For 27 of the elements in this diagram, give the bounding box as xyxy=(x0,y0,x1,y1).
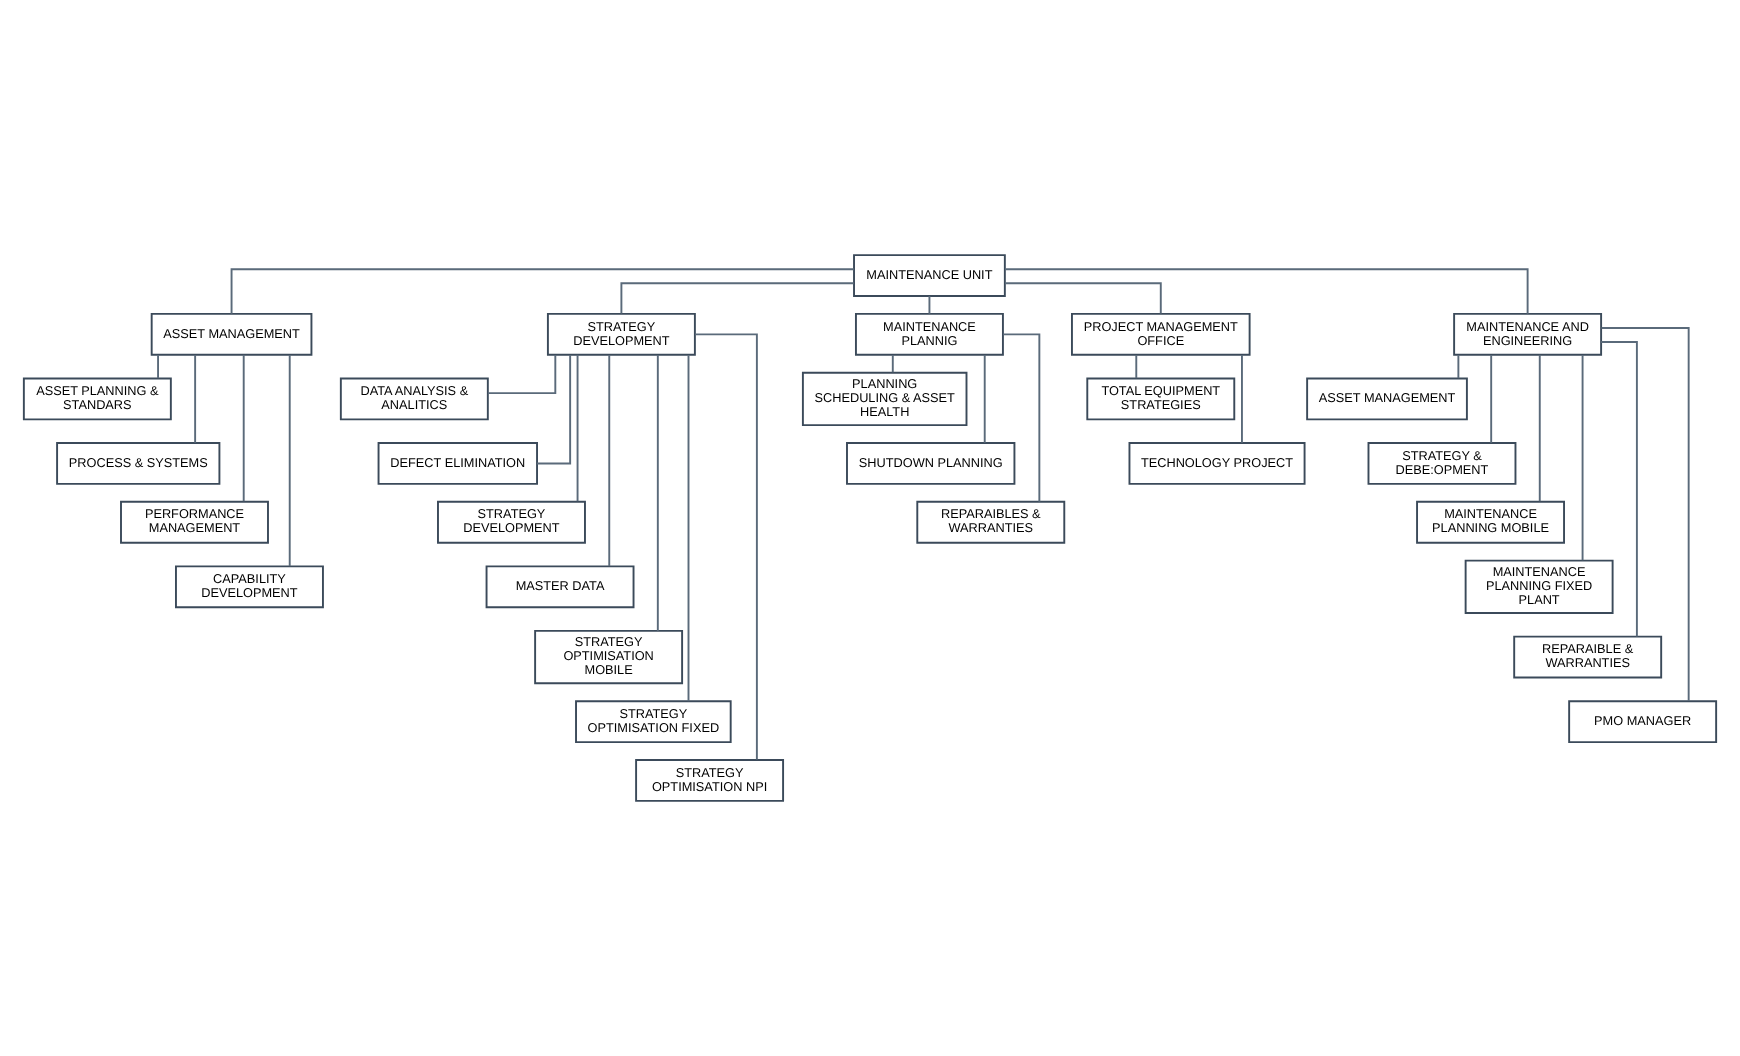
connector xyxy=(1581,354,1584,562)
connector xyxy=(1490,354,1493,444)
connector xyxy=(157,354,159,380)
connector xyxy=(608,354,611,568)
connector xyxy=(620,282,855,315)
connector xyxy=(694,333,758,761)
connector xyxy=(687,354,690,703)
connector xyxy=(288,354,291,568)
connector xyxy=(928,295,931,315)
connector xyxy=(242,353,245,503)
connector xyxy=(1004,268,1529,315)
connector xyxy=(230,268,855,315)
connector xyxy=(1241,354,1243,444)
connector xyxy=(487,353,557,395)
connector xyxy=(1004,282,1162,315)
connector xyxy=(656,354,659,632)
connector xyxy=(1457,354,1460,380)
connector xyxy=(1135,354,1138,380)
connector xyxy=(576,353,579,503)
connector xyxy=(1600,341,1638,638)
connector xyxy=(891,354,894,374)
connector xyxy=(194,354,197,444)
connector xyxy=(983,354,986,444)
connector xyxy=(1538,353,1541,503)
connector xyxy=(1600,327,1690,702)
connector xyxy=(536,354,572,465)
connector xyxy=(1002,333,1041,503)
